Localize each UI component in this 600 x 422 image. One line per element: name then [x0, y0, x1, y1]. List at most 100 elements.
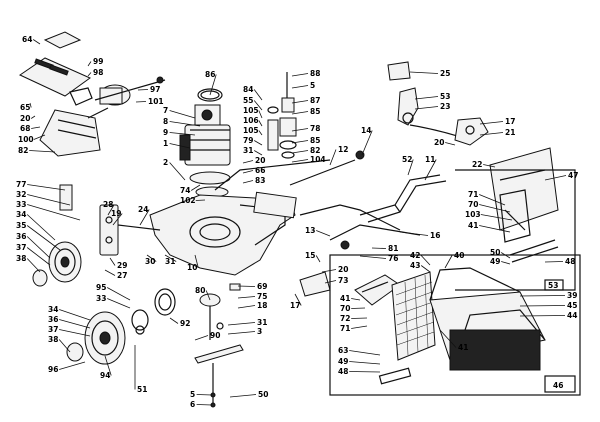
gearbox [87, 76, 166, 119]
callout-leader [253, 89, 263, 101]
callout-leader [316, 230, 331, 237]
callout-number: 12 [338, 145, 348, 154]
callout-37: 37 [48, 325, 91, 337]
callout-number: 92 [180, 319, 190, 328]
callout-number: 31 [243, 146, 253, 155]
callout-80: 80 [195, 286, 211, 301]
callout-leader [399, 231, 429, 236]
callout-49: 49 [490, 257, 511, 266]
callout-65: 65 [20, 102, 32, 112]
callout-leader [351, 298, 361, 301]
callout-leader [137, 89, 149, 91]
callout-number: 71 [468, 190, 478, 199]
callout-number: 20 [255, 156, 265, 165]
engine [179, 88, 231, 198]
callout-106: 106 [243, 116, 263, 127]
callout-number: 45 [567, 301, 577, 310]
callout-number: 73 [338, 276, 348, 285]
inset-label-46: 46 [553, 381, 563, 390]
callout-102: 102 [180, 196, 206, 205]
callout-leader [27, 204, 81, 221]
callout-number: 88 [310, 69, 320, 78]
callout-number: 82 [18, 146, 28, 155]
callout-leader [169, 143, 191, 149]
callout-number: 36 [16, 232, 26, 241]
callout-number: 84 [243, 85, 253, 94]
callout-number: 14 [361, 126, 371, 135]
callout-98: 98 [87, 68, 103, 77]
callout-95: 95 [96, 283, 131, 301]
callout-number: 55 [243, 96, 253, 105]
callout-leader [258, 120, 263, 127]
callout-leader [351, 307, 366, 309]
callout-leader [414, 106, 439, 110]
callout-number: 33 [16, 200, 26, 209]
callout-3: 3 [227, 327, 262, 336]
callout-leader [479, 132, 504, 136]
callout-63: 63 [338, 346, 381, 356]
callout-leader [351, 317, 368, 319]
callout-leader [444, 255, 453, 269]
callout-leader [169, 110, 196, 119]
callout-38: 38 [16, 254, 41, 273]
callout-34: 34 [16, 210, 56, 241]
callout-10: 10 [187, 254, 199, 272]
callout-number: 79 [243, 136, 253, 145]
callout-leader [242, 180, 254, 184]
callout-leader [169, 132, 196, 136]
callout-number: 18 [257, 301, 267, 310]
callout-35: 35 [16, 221, 61, 251]
callout-number: 39 [567, 291, 577, 300]
callout-number: 44 [567, 311, 577, 320]
callout-leader [361, 130, 373, 156]
callout-leader [29, 150, 56, 153]
callout-leader [329, 149, 337, 166]
callout-leader [26, 225, 61, 251]
callout-leader [315, 255, 321, 263]
callout-99: 99 [87, 57, 103, 67]
callout-number: 25 [440, 69, 450, 78]
callout-72: 72 [340, 314, 368, 323]
callout-leader [227, 331, 256, 335]
callout-number: 13 [305, 226, 315, 235]
callout-leader [169, 162, 186, 181]
callout-leader [291, 159, 309, 163]
callout-leader [104, 355, 112, 376]
callout-number: 40 [454, 251, 464, 260]
callout-number: 31 [257, 318, 267, 327]
callout-leader [479, 204, 511, 213]
callout-number: 71 [340, 324, 350, 333]
callout-number: 6 [190, 400, 195, 409]
callout-41: 41 [468, 221, 511, 233]
callout-leader [519, 315, 566, 317]
callout-leader [294, 293, 302, 306]
callout-number: 38 [16, 254, 26, 263]
callout-leader [321, 269, 337, 273]
callout-leader [229, 394, 257, 398]
callout-leader [237, 305, 256, 309]
callout-6: 6 [190, 400, 213, 409]
callout-leader [420, 265, 431, 273]
callout-38: 38 [48, 335, 71, 353]
callout-number: 23 [440, 102, 450, 111]
callout-70: 70 [340, 304, 366, 313]
callout-number: 27 [117, 271, 127, 280]
callout-85: 85 [291, 136, 320, 145]
callout-number: 74 [180, 186, 190, 195]
callout-27: 27 [104, 269, 127, 280]
callout-33: 33 [16, 200, 81, 221]
callout-leader [480, 214, 513, 221]
callout-number: 32 [16, 190, 26, 199]
callout-leader [371, 247, 387, 249]
callout-number: 82 [310, 146, 320, 155]
callout-86: 86 [205, 70, 217, 96]
callout-31: 31 [243, 146, 263, 156]
callout-number: 70 [340, 304, 350, 313]
callout-leader [135, 101, 147, 103]
callout-leader [59, 329, 91, 337]
callout-leader [291, 128, 309, 132]
callout-100: 100 [18, 134, 46, 144]
callout-94: 94 [100, 355, 112, 380]
callout-104: 104 [291, 155, 326, 164]
